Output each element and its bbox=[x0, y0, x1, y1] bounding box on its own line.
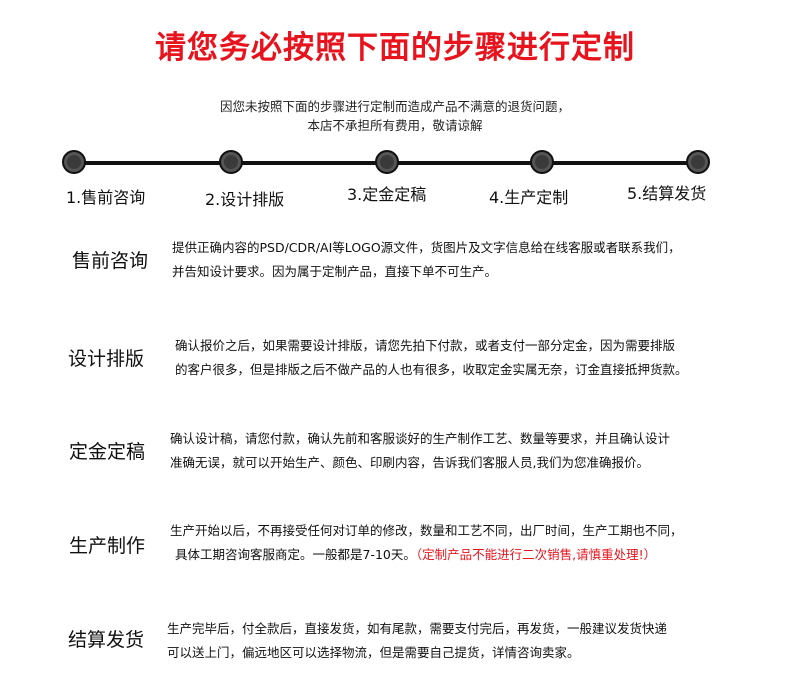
notice-text: 因您未按照下面的步骤进行定制而造成产品不满意的退货问题， 本店不承担所有费用，敬… bbox=[0, 97, 790, 135]
section-2-line-1: 确认报价之后，如果需要设计排版，请您先拍下付款，或者支付一部分定金，因为需要排版 bbox=[175, 338, 676, 353]
step-3-label: 3.定金定稿 bbox=[347, 185, 427, 204]
step-2-dot bbox=[219, 150, 243, 174]
step-2-label: 2.设计排版 bbox=[205, 190, 285, 209]
section-1-title: 售前咨询 bbox=[72, 250, 149, 272]
section-3-body: 确认设计稿，请您付款，确认先前和客服谈好的生产制作工艺、数量等要求，并且确认设计… bbox=[170, 427, 670, 475]
step-5-dot bbox=[686, 150, 710, 174]
page-title: 请您务必按照下面的步骤进行定制 bbox=[155, 30, 635, 66]
section-5-body: 生产完毕后，付全款后，直接发货，如有尾款，需要支付完后，再发货，一般建议发货快递… bbox=[167, 617, 667, 665]
step-1-dot bbox=[62, 150, 86, 174]
section-5-line-2: 可以送上门，偏远地区可以选择物流，但是需要自己提货，详情咨询卖家。 bbox=[167, 645, 580, 660]
notice-line-1: 因您未按照下面的步骤进行定制而造成产品不满意的退货问题， bbox=[219, 99, 570, 114]
section-4-line-2: 具体工期咨询客服商定。一般都是7-10天。 bbox=[175, 547, 416, 562]
section-4-line-2-row: 具体工期咨询客服商定。一般都是7-10天。（定制产品不能进行二次销售,请慎重处理… bbox=[170, 543, 683, 567]
step-3-dot bbox=[375, 150, 399, 174]
section-4-title: 生产制作 bbox=[69, 535, 146, 557]
section-1-line-2: 并告知设计要求。因为属于定制产品，直接下单不可生产。 bbox=[172, 264, 498, 279]
section-1-body: 提供正确内容的PSD/CDR/AI等LOGO源文件，货图片及文字信息给在线客服或… bbox=[172, 236, 681, 284]
step-1-label: 1.售前咨询 bbox=[66, 188, 146, 207]
section-5-line-1: 生产完毕后，付全款后，直接发货，如有尾款，需要支付完后，再发货，一般建议发货快递 bbox=[167, 621, 668, 636]
section-2-title: 设计排版 bbox=[68, 348, 145, 370]
section-1-line-1: 提供正确内容的PSD/CDR/AI等LOGO源文件，货图片及文字信息给在线客服或… bbox=[172, 240, 681, 255]
section-4-body: 生产开始以后，不再接受任何对订单的修改，数量和工艺不同，出厂时间，生产工期也不同… bbox=[170, 519, 683, 567]
section-3-line-2: 准确无误，就可以开始生产、颜色、印刷内容，告诉我们客服人员,我们为您准确报价。 bbox=[170, 455, 649, 470]
section-3-line-1: 确认设计稿，请您付款，确认先前和客服谈好的生产制作工艺、数量等要求，并且确认设计 bbox=[170, 431, 671, 446]
section-4-line-1: 生产开始以后，不再接受任何对订单的修改，数量和工艺不同，出厂时间，生产工期也不同… bbox=[170, 523, 683, 538]
step-4-label: 4.生产定制 bbox=[489, 188, 569, 207]
step-5-label: 5.结算发货 bbox=[627, 184, 707, 203]
section-2-line-2: 的客户很多，但是排版之后不做产品的人也有很多，收取定金实属无奈，订金直接抵押货款… bbox=[175, 362, 688, 377]
section-2-body: 确认报价之后，如果需要设计排版，请您先拍下付款，或者支付一部分定金，因为需要排版… bbox=[175, 334, 688, 382]
step-4-dot bbox=[530, 150, 554, 174]
section-3-title: 定金定稿 bbox=[69, 441, 146, 463]
section-4-warning: （定制产品不能进行二次销售,请慎重处理!） bbox=[415, 547, 657, 562]
section-5-title: 结算发货 bbox=[68, 629, 145, 651]
notice-line-2: 本店不承担所有费用，敬请谅解 bbox=[307, 118, 483, 133]
